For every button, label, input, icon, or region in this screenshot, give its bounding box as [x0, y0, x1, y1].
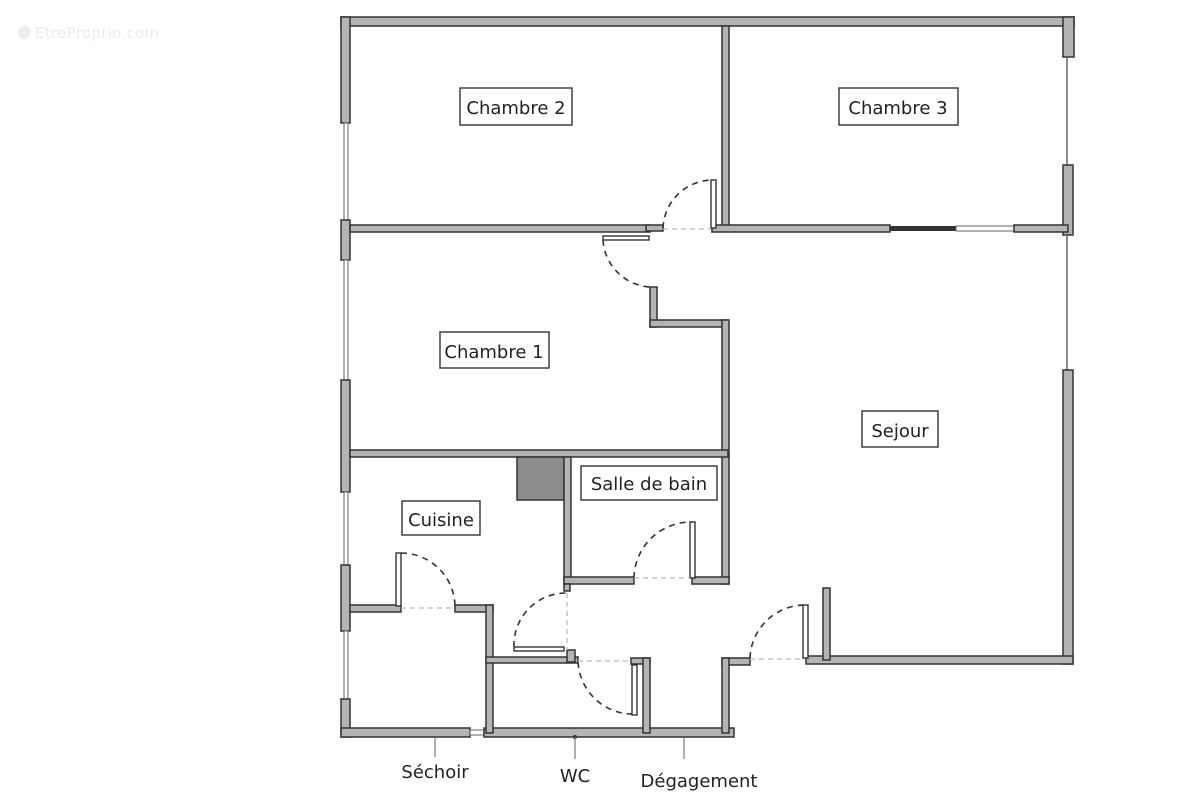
- room-label-chambre2: Chambre 2: [459, 87, 573, 126]
- room-label-cuisine: Cuisine: [401, 500, 481, 536]
- exterior-walls: [340, 16, 1075, 738]
- room-label-chambre3: Chambre 3: [838, 87, 959, 126]
- logo-circle-icon: [18, 26, 31, 39]
- label-chambre-1: Chambre 1: [444, 342, 543, 363]
- room-label-salle-de-bain: Salle de bain: [580, 465, 718, 501]
- label-wc: WC: [560, 766, 590, 787]
- watermark-text: EtreProprio.com: [35, 24, 160, 42]
- label-salle-de-bain: Salle de bain: [591, 474, 707, 495]
- room-label-sejour: Sejour: [861, 410, 939, 448]
- label-degagement: Dégagement: [641, 771, 758, 792]
- label-sechoir: Séchoir: [401, 762, 469, 783]
- label-chambre-3: Chambre 3: [848, 98, 947, 119]
- interior-walls: [349, 25, 1069, 734]
- label-sejour: Sejour: [871, 421, 929, 442]
- doors: [395, 179, 809, 716]
- room-label-chambre1: Chambre 1: [439, 331, 550, 369]
- label-chambre-2: Chambre 2: [466, 98, 565, 119]
- watermark: EtreProprio.com: [18, 24, 159, 42]
- label-cuisine: Cuisine: [408, 510, 474, 531]
- external-labels: Séchoir WC Dégagement: [401, 735, 757, 792]
